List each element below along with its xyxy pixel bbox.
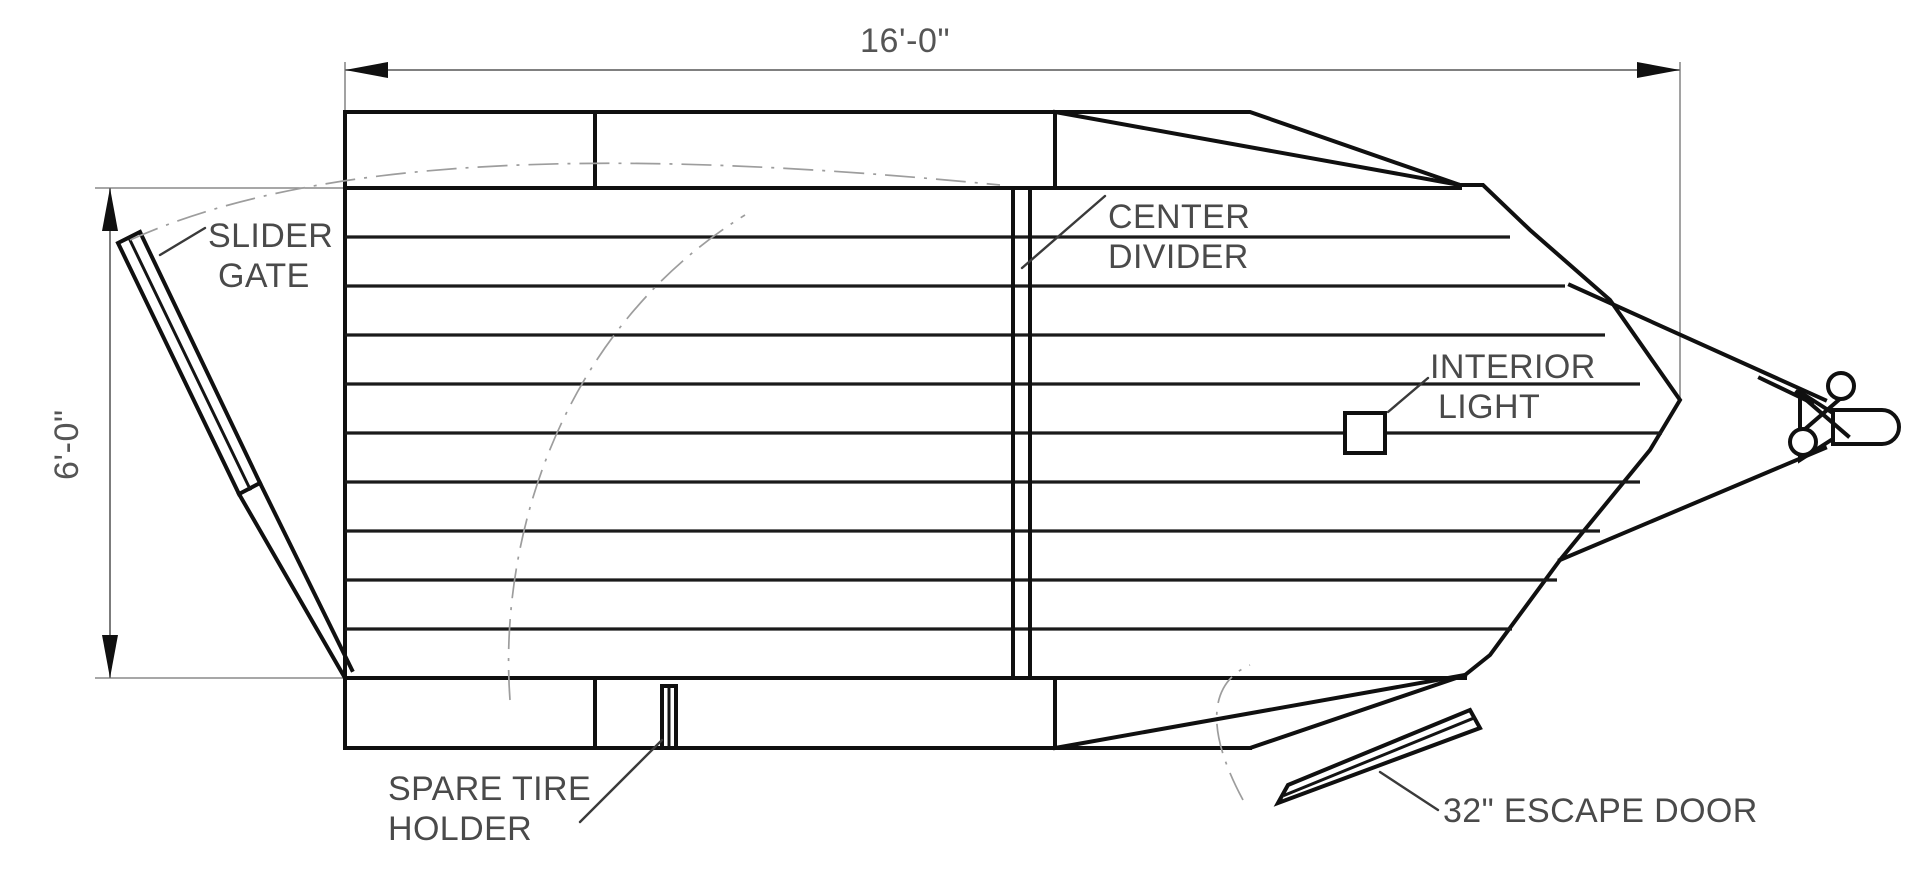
slider-gate-swing-arc	[129, 162, 1001, 241]
interior-light-leader	[1386, 376, 1430, 414]
interior-light-label-line2: LIGHT	[1438, 388, 1540, 426]
left-dimension-group: 6'-0"	[48, 187, 360, 679]
top-dim-arrow-right	[1637, 62, 1680, 78]
interior-light-fixture	[1343, 411, 1387, 455]
interior-light-element: INTERIOR LIGHT	[1343, 348, 1596, 455]
tongue-lower-rail	[1557, 445, 1828, 563]
slider-gate-center-line	[126, 235, 253, 492]
jack-crank-knob-top	[1826, 371, 1856, 401]
nose-bottom-taper	[1052, 672, 1468, 751]
center-divider-annotation: CENTER DIVIDER	[1020, 194, 1250, 276]
interior-light-label-line1: INTERIOR	[1430, 348, 1596, 386]
tongue-upper-rail	[1567, 282, 1828, 403]
top-dim-arrow-left	[345, 62, 388, 78]
slider-gate-lower-arm-inner	[236, 491, 348, 681]
center-divider-label-line2: DIVIDER	[1108, 238, 1249, 276]
slider-gate-label-line1: SLIDER	[208, 217, 333, 255]
hitch-coupler-assembly	[1757, 371, 1901, 464]
overall-length-dimension-text: 16'-0"	[860, 22, 950, 60]
spare-tire-clearance-arc	[507, 214, 746, 701]
center-divider-element	[1011, 186, 1032, 680]
spare-tire-holder-element: SPARE TIRE HOLDER	[388, 684, 678, 848]
slider-gate-label-line2: GATE	[218, 257, 310, 295]
escape-door-swing-arc	[1215, 664, 1251, 801]
left-dim-arrow-bottom	[102, 635, 118, 678]
escape-door-leader	[1378, 770, 1440, 812]
slider-gate-element: SLIDER GATE	[115, 162, 1001, 681]
left-dim-arrow-top	[102, 188, 118, 231]
escape-door-element: 32" ESCAPE DOOR	[1215, 664, 1758, 830]
center-divider-leader	[1020, 194, 1107, 270]
nose-top-taper	[1052, 109, 1463, 188]
center-divider-label-line1: CENTER	[1108, 198, 1250, 236]
spare-tire-holder-leader	[578, 738, 664, 824]
spare-tire-holder-label-line2: HOLDER	[388, 810, 532, 848]
escape-door-center-line	[1283, 716, 1476, 797]
slider-gate-lower-arm-outer	[257, 480, 355, 673]
top-dimension-group: 16'-0"	[344, 22, 1681, 400]
side-panel-slats	[345, 235, 1662, 631]
nose-taper-lines	[1052, 109, 1468, 751]
jack-mount-line	[1757, 375, 1815, 406]
jack-crank-knob-bottom	[1788, 427, 1818, 457]
trailer-tongue-aframe	[1557, 282, 1828, 563]
slider-gate-leader	[158, 226, 207, 257]
escape-door-label: 32" ESCAPE DOOR	[1443, 792, 1758, 830]
spare-tire-holder-label-line1: SPARE TIRE	[388, 770, 591, 808]
overall-height-dimension-text: 6'-0"	[48, 409, 86, 480]
coupler-tube	[1831, 408, 1901, 446]
